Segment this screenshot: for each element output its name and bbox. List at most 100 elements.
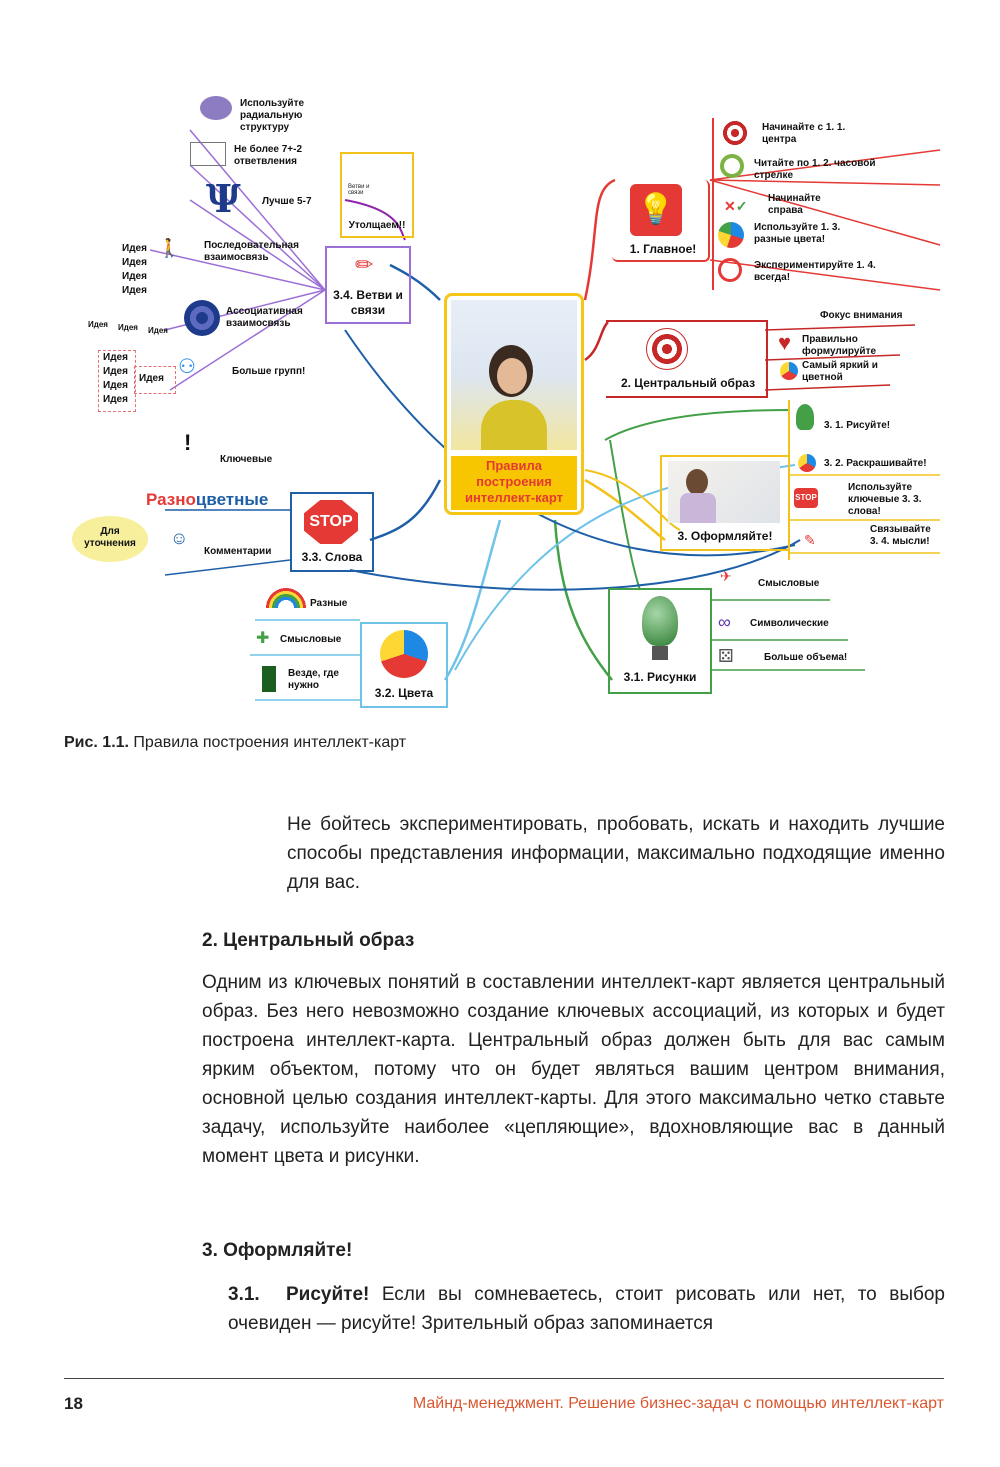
branch-3-item-4: Связывайте 3. 4. мысли! <box>870 524 931 547</box>
branch-2-title: 2. Центральный образ <box>620 376 756 390</box>
stop-sign-small-icon: STOP <box>794 488 818 508</box>
dice-icon: ⚄ <box>718 646 734 666</box>
green-square-icon <box>262 666 276 692</box>
psi-icon: Ψ <box>206 176 241 221</box>
experiment-icon <box>718 258 742 282</box>
branch-32-item-1: Разные <box>310 598 348 609</box>
branch-33-title: 3.3. Слова <box>301 550 363 564</box>
branch-2-item-1: Фокус внимания <box>820 310 903 321</box>
comment-person-icon: ☺ <box>170 528 189 548</box>
heading-central-image: 2. Центральный образ <box>202 930 415 951</box>
brain-icon <box>200 96 232 120</box>
branch-3-item-3: Используйте ключевые 3. 3. слова! <box>848 482 922 517</box>
branch-3-title: 3. Оформляйте! <box>677 529 773 543</box>
branch-34-item-4: Последовательная взаимосвязь <box>204 240 299 263</box>
color-ball-icon <box>780 362 798 380</box>
branch-31-item-1: Смысловые <box>758 578 820 589</box>
branch-1-item-2: Читайте по 1. 2. часовой стрелке <box>754 158 876 181</box>
branch-3-item-1: 3. 1. Рисуйте! <box>824 420 891 431</box>
branch-33-node: STOP 3.3. Слова <box>290 492 374 572</box>
heading-design: 3. Оформляйте! <box>202 1240 353 1261</box>
branch-34-title: 3.4. Ветви и связи <box>333 288 403 317</box>
branch-34-item-1: Используйте радиальную структуру <box>240 98 305 133</box>
branch-3-list: 3. 1. Рисуйте! 3. 2. Раскрашивайте! STOP… <box>788 400 940 560</box>
stop-sign-icon: STOP <box>304 500 358 544</box>
branch-2-item-2: Правильно формулируйте <box>802 334 877 357</box>
branch-31-item-3: Больше объема! <box>764 652 848 663</box>
footer-rule <box>64 1378 944 1379</box>
branch-1-item-1: Начинайте с 1. 1. центра <box>762 122 846 145</box>
cycle-icon <box>720 154 744 178</box>
pie-chart-icon <box>718 222 744 248</box>
branch-31-item-2: Символические <box>750 618 829 629</box>
branch-33-item-2: Разноцветные <box>146 490 269 509</box>
branch-1-title: 1. Главное! <box>629 242 697 256</box>
idea-assoc-3: Идея <box>148 326 168 335</box>
meaning-icon: ✈ <box>720 568 732 584</box>
branch-34-item-6: Больше групп! <box>232 366 306 377</box>
idea-assoc-2: Идея <box>118 323 138 332</box>
branch-2-list: Фокус внимания ♥ Правильно формулируйте … <box>766 300 916 390</box>
branch-3-node: 3. Оформляйте! <box>660 455 790 551</box>
mind-map: Правила построения интеллект-карт 💡 1. Г… <box>0 0 1000 720</box>
paragraph-3: 3.1.Рисуйте! Если вы сомневаетесь, стоит… <box>228 1284 945 1334</box>
exclamation-person-icon: ! <box>184 430 192 455</box>
branch-31-title: 3.1. Рисунки <box>623 670 697 684</box>
tangle-icon <box>184 300 220 336</box>
evolution-icon: 🚶 <box>158 238 181 258</box>
branch-1-item-3: Начинайте справа <box>768 193 821 216</box>
branch-32-node: 3.2. Цвета <box>360 622 448 708</box>
puzzle-icon: ✚ <box>256 630 270 647</box>
clarify-bubble: Для уточнения <box>72 516 148 562</box>
branch-34-item-2: Не более 7+-2 ответвления <box>234 144 303 167</box>
hierarchy-icon <box>190 142 226 166</box>
page-number: 18 <box>64 1394 83 1413</box>
group-icon: ⚇ <box>178 356 196 378</box>
idea-assoc-1: Идея <box>88 320 108 329</box>
branch-34-node: ✏ 3.4. Ветви и связи <box>325 246 411 324</box>
paint-ball-icon <box>798 454 816 472</box>
branch-2-item-3: Самый яркий и цветной <box>802 360 878 383</box>
branch-34-list: Используйте радиальную структуру Не боле… <box>80 92 325 422</box>
branch-31-list: ✈ Смысловые ∞ Символические ⚄ Больше объ… <box>712 566 872 676</box>
paragraph-1: Не бойтесь экспериментировать, пробовать… <box>287 814 945 893</box>
symbol-icon: ∞ <box>718 612 731 632</box>
branch-32-title: 3.2. Цвета <box>374 686 434 700</box>
color-ball-large-icon <box>380 630 428 678</box>
cross-check-icon: ✕✓ <box>724 198 748 214</box>
green-lamp-icon <box>642 596 678 646</box>
thicken-note: Ветви и связи Утолщаем!! <box>340 152 414 238</box>
branch-1-item-5: Экспериментируйте 1. 4. всегда! <box>754 260 876 283</box>
center-label: Правила построения интеллект-карт <box>451 456 577 510</box>
rainbow-icon <box>266 584 306 608</box>
branch-33-list: ! Ключевые Разноцветные ☺ Комментарии <box>140 430 288 580</box>
idea-group-main: Идея <box>134 366 176 394</box>
target-icon <box>722 120 748 146</box>
bulb-icon: 💡 <box>630 184 682 236</box>
branch-32-item-3: Везде, где нужно <box>288 668 339 691</box>
branch-1-list: Начинайте с 1. 1. центра Читайте по 1. 2… <box>712 118 942 290</box>
target-arrow-icon <box>646 328 688 370</box>
pencil-red-icon: ✏ <box>355 252 374 277</box>
branch-33-item-3: Комментарии <box>204 546 272 557</box>
branch-2-node: 2. Центральный образ <box>606 320 768 398</box>
footer-book-title: Майнд-менеджмент. Решение бизнес-задач с… <box>412 1395 944 1412</box>
center-node: Правила построения интеллект-карт <box>444 293 584 515</box>
drawing-person-image <box>668 461 780 523</box>
paragraph-2: Одним из ключевых понятий в составлении … <box>202 972 945 1167</box>
figure-caption: Рис. 1.1. Правила построения интеллект-к… <box>64 734 407 751</box>
branch-33-item-1: Ключевые <box>220 454 273 465</box>
branch-3-item-2: 3. 2. Раскрашивайте! <box>824 458 927 469</box>
branch-34-item-5: Ассоциативная взаимосвязь <box>226 306 303 329</box>
branch-34-item-3: Лучше 5-7 <box>262 196 312 207</box>
green-bulb-icon <box>796 404 814 430</box>
branch-31-node: 3.1. Рисунки <box>608 588 712 694</box>
pencil-icon: ✎ <box>804 532 816 548</box>
center-image <box>451 300 577 450</box>
heart-icon: ♥ <box>778 330 792 355</box>
branch-1-node: 💡 1. Главное! <box>612 180 710 262</box>
branch-32-list: Разные ✚ Смысловые Везде, где нужно <box>250 580 360 704</box>
branch-32-item-2: Смысловые <box>280 634 342 645</box>
